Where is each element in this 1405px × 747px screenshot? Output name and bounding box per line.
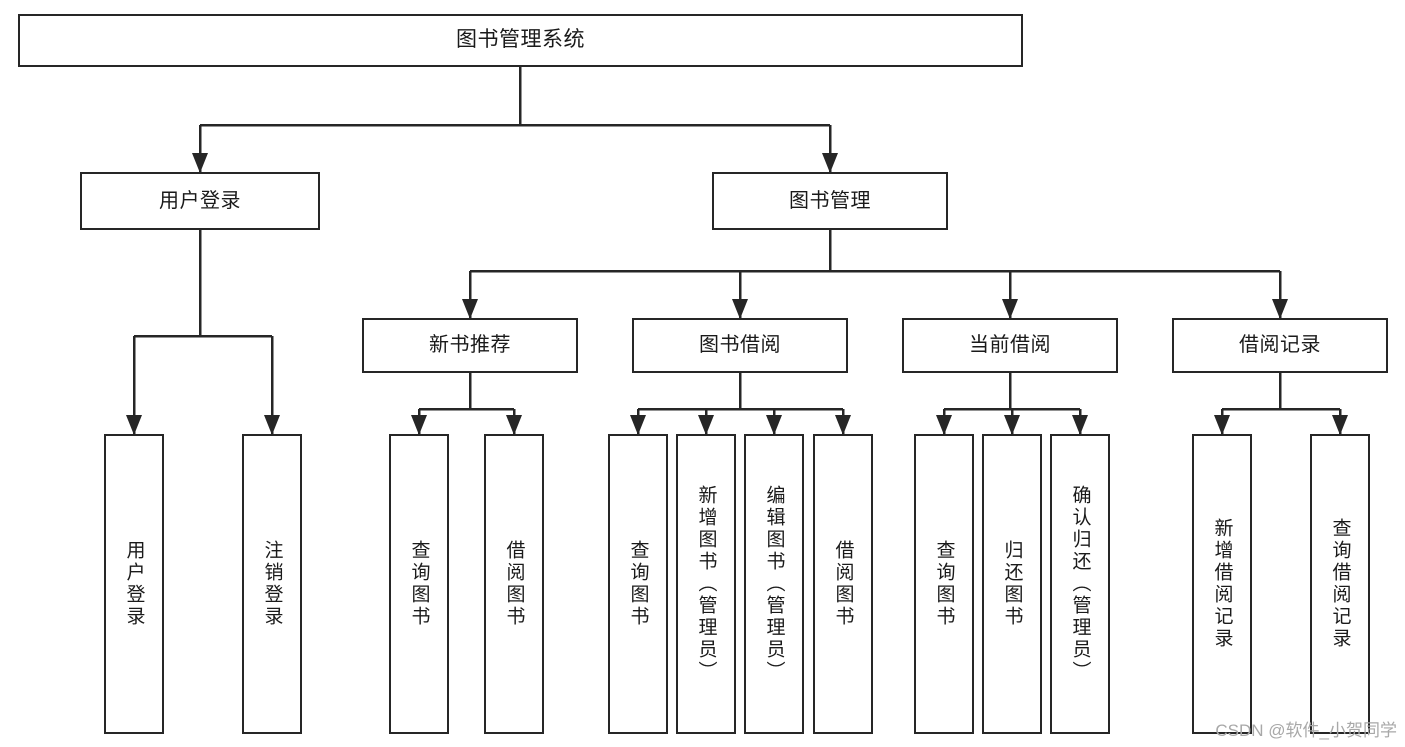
node-leaf-confirm-return-admin[interactable]: 确认归还（管理员） — [1050, 434, 1110, 734]
node-leaf-edit-book-admin[interactable]: 编辑图书（管理员） — [744, 434, 804, 734]
node-leaf-return-book[interactable]: 归还图书 — [982, 434, 1042, 734]
node-borrow-record[interactable]: 借阅记录 — [1172, 318, 1388, 373]
node-label: 借阅图书 — [832, 540, 854, 628]
node-label: 查询图书 — [933, 540, 955, 628]
node-user-login[interactable]: 用户登录 — [80, 172, 320, 230]
watermark-text: CSDN @软件_小贺同学 — [1215, 721, 1397, 740]
node-leaf-query-book-3[interactable]: 查询图书 — [914, 434, 974, 734]
node-leaf-user-login[interactable]: 用户登录 — [104, 434, 164, 734]
node-label: 注销登录 — [261, 540, 283, 628]
node-leaf-add-borrow-record[interactable]: 新增借阅记录 — [1192, 434, 1252, 734]
node-current-borrow[interactable]: 当前借阅 — [902, 318, 1118, 373]
node-label: 借阅图书 — [503, 540, 525, 628]
node-label: 当前借阅 — [969, 334, 1051, 356]
node-label: 新增借阅记录 — [1211, 518, 1233, 650]
node-label: 查询图书 — [408, 540, 430, 628]
node-leaf-query-book-1[interactable]: 查询图书 — [389, 434, 449, 734]
node-label: 归还图书 — [1001, 540, 1023, 628]
node-book-management[interactable]: 图书管理 — [712, 172, 948, 230]
node-new-book-recommend[interactable]: 新书推荐 — [362, 318, 578, 373]
node-leaf-query-book-2[interactable]: 查询图书 — [608, 434, 668, 734]
node-root-system[interactable]: 图书管理系统 — [18, 14, 1023, 67]
node-label: 图书管理 — [789, 189, 871, 212]
node-label: 借阅记录 — [1239, 334, 1321, 356]
node-label: 用户登录 — [123, 540, 145, 628]
node-label: 查询图书 — [627, 540, 649, 628]
node-leaf-borrow-book-1[interactable]: 借阅图书 — [484, 434, 544, 734]
node-label: 查询借阅记录 — [1329, 518, 1351, 650]
node-leaf-logout[interactable]: 注销登录 — [242, 434, 302, 734]
node-label: 新增图书（管理员） — [695, 485, 717, 683]
node-label: 编辑图书（管理员） — [763, 485, 785, 683]
node-label: 确认归还（管理员） — [1069, 485, 1091, 683]
node-leaf-borrow-book-2[interactable]: 借阅图书 — [813, 434, 873, 734]
node-leaf-query-borrow-record[interactable]: 查询借阅记录 — [1310, 434, 1370, 734]
node-label: 图书借阅 — [699, 334, 781, 356]
node-leaf-add-book-admin[interactable]: 新增图书（管理员） — [676, 434, 736, 734]
node-label: 图书管理系统 — [456, 28, 585, 52]
node-label: 用户登录 — [159, 189, 241, 212]
node-label: 新书推荐 — [429, 334, 511, 356]
node-book-borrow[interactable]: 图书借阅 — [632, 318, 848, 373]
